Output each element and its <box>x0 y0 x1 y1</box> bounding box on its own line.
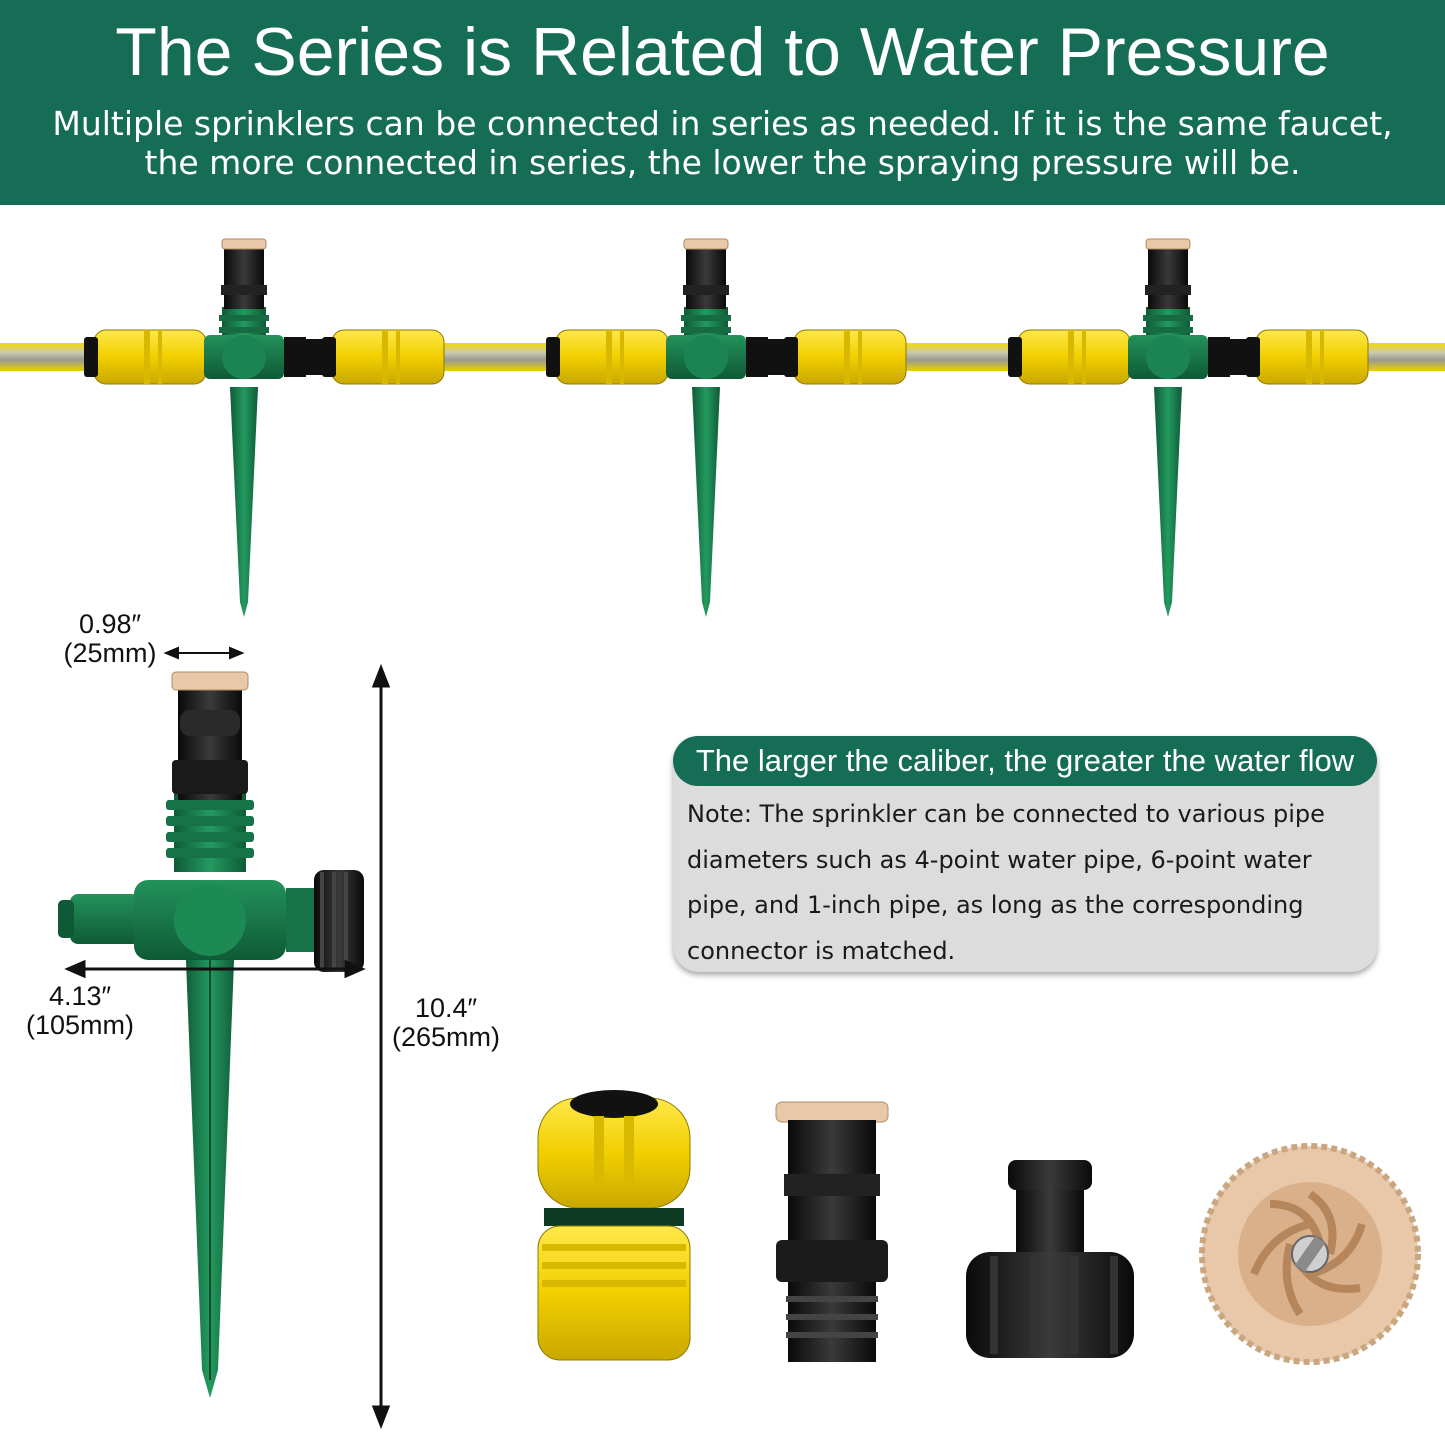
subtitle-line-1: Multiple sprinklers can be connected in … <box>52 104 1393 143</box>
nozzle-width-in: 0.98″ <box>78 609 142 639</box>
body-width-arrow <box>64 959 366 979</box>
page-subtitle: Multiple sprinklers can be connected in … <box>0 104 1445 182</box>
note-body: Note: The sprinkler can be connected to … <box>687 792 1367 974</box>
body-width-label: 4.13″ (105mm) <box>10 982 150 1040</box>
nozzle-width-mm: (25mm) <box>63 638 157 668</box>
height-arrow <box>371 663 391 1430</box>
nozzle-width-label: 0.98″ (25mm) <box>40 610 180 668</box>
subtitle-line-2: the more connected in series, the lower … <box>144 143 1301 182</box>
sprinkler-in-series-3 <box>1007 238 1369 618</box>
yellow-quick-connector <box>537 1090 691 1361</box>
note-line-3: pipe, and 1-inch pipe, as long as the co… <box>687 891 1304 919</box>
note-title: The larger the caliber, the greater the … <box>673 736 1377 786</box>
nozzle-width-arrow <box>163 646 245 660</box>
body-width-mm: (105mm) <box>25 1010 134 1040</box>
sprinkler-in-series-2 <box>545 238 907 618</box>
black-faucet-adapter <box>966 1160 1134 1358</box>
page-title: The Series is Related to Water Pressure <box>115 14 1330 90</box>
height-in: 10.4″ <box>414 993 478 1023</box>
adjustable-nozzle-head <box>1199 1143 1421 1365</box>
note-card: The larger the caliber, the greater the … <box>673 736 1377 972</box>
note-line-4: connector is matched. <box>687 936 956 965</box>
body-width-in: 4.13″ <box>48 981 112 1011</box>
height-mm: (265mm) <box>391 1022 500 1052</box>
height-label: 10.4″ (265mm) <box>376 994 516 1052</box>
note-line-2: diameters such as 4-point water pipe, 6-… <box>687 845 1312 874</box>
black-nozzle-part <box>775 1101 889 1362</box>
note-line-1: Note: The sprinkler can be connected to … <box>687 800 1325 828</box>
header-banner: The Series is Related to Water Pressure … <box>0 0 1445 205</box>
sprinkler-in-series-1 <box>83 238 445 618</box>
